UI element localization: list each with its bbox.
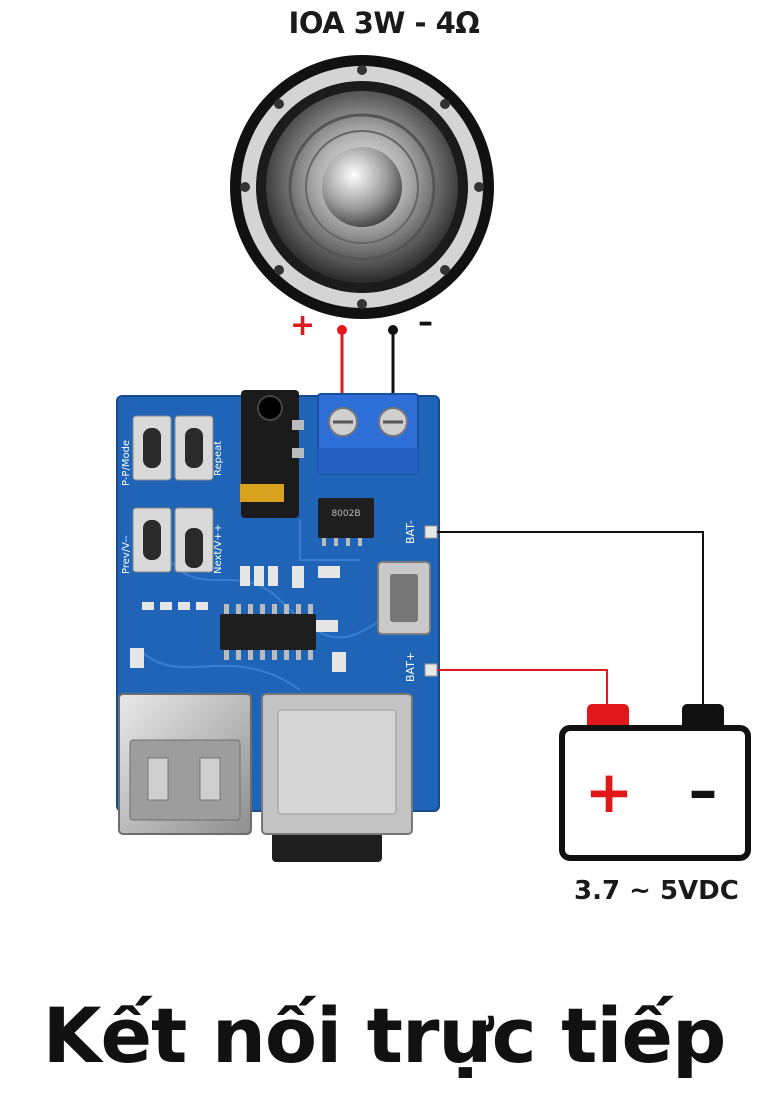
- battery-minus-symbol: –: [689, 756, 718, 824]
- micro-sd-slot: [261, 693, 413, 862]
- battery-positive-wire: [437, 669, 608, 705]
- silk-repeat: Repeat: [213, 441, 224, 476]
- amp-chip-label: 8002B: [331, 509, 360, 519]
- pad-bat-minus: [424, 525, 438, 539]
- pad-bat-minus-label: BAT-: [404, 520, 417, 544]
- smd-components: [130, 566, 346, 672]
- amplifier-chip: 8002B: [318, 498, 374, 546]
- audio-jack: [240, 390, 304, 518]
- battery-plus-symbol: +: [585, 758, 634, 826]
- pad-bat-plus: [424, 663, 438, 677]
- silk-next: Next/V++: [213, 524, 224, 574]
- speaker-terminal-block: [317, 393, 419, 475]
- button-prev: [132, 507, 172, 573]
- battery-voltage-label: 3.7 ~ 5VDC: [574, 876, 739, 906]
- speaker-plus-label: +: [290, 308, 316, 343]
- silk-prev: Prev/V--: [121, 535, 132, 574]
- button-pp-mode: [132, 415, 172, 481]
- button-next: [174, 507, 214, 573]
- speaker-minus-label: –: [418, 305, 433, 340]
- decoder-chip: [220, 604, 316, 660]
- speaker-icon: [230, 55, 494, 319]
- battery-icon: [559, 704, 751, 861]
- usb-a-port: [118, 693, 252, 835]
- silk-pp-mode: P-P/Mode: [121, 440, 132, 486]
- battery-negative-wire: [437, 531, 704, 705]
- speaker-label: IOA 3W - 4Ω: [288, 6, 480, 40]
- button-repeat: [174, 415, 214, 481]
- pad-bat-plus-label: BAT+: [404, 652, 417, 682]
- micro-usb-port: [377, 561, 431, 635]
- caption-title: Kết nối trực tiếp: [42, 991, 727, 1080]
